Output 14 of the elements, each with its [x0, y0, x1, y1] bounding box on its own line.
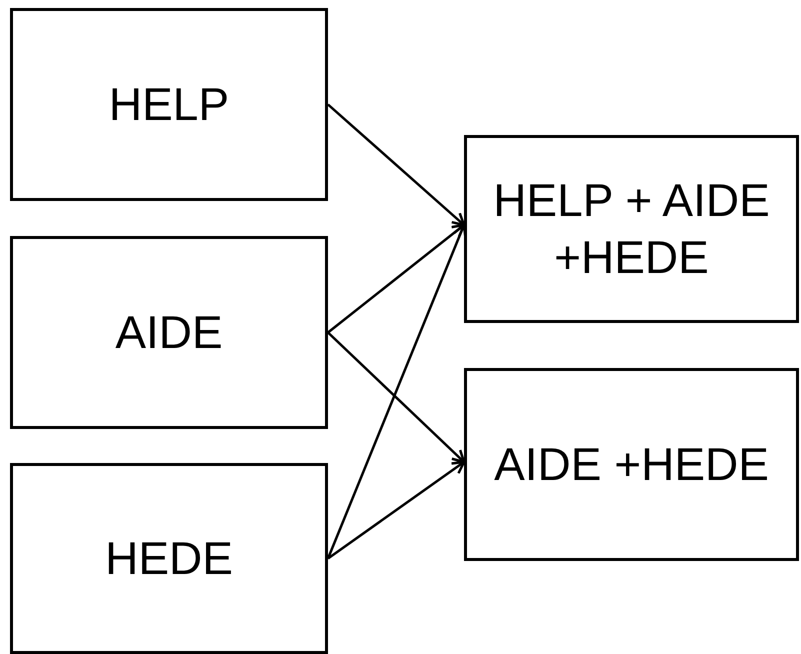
text-box: [464, 368, 799, 561]
box-label: HELP + AIDE +HEDE: [492, 172, 771, 285]
box-label: HELP: [108, 76, 230, 132]
arrow: [327, 332, 466, 464]
text-box: [464, 135, 799, 323]
arrow: [327, 460, 466, 560]
text-box: [10, 236, 328, 429]
box-label: AIDE: [115, 304, 223, 360]
text-box: [10, 8, 328, 201]
arrow: [327, 104, 466, 226]
box-label: AIDE +HEDE: [494, 436, 769, 492]
text-box: [10, 463, 328, 654]
box-label: HEDE: [105, 530, 233, 586]
arrow: [327, 224, 466, 334]
